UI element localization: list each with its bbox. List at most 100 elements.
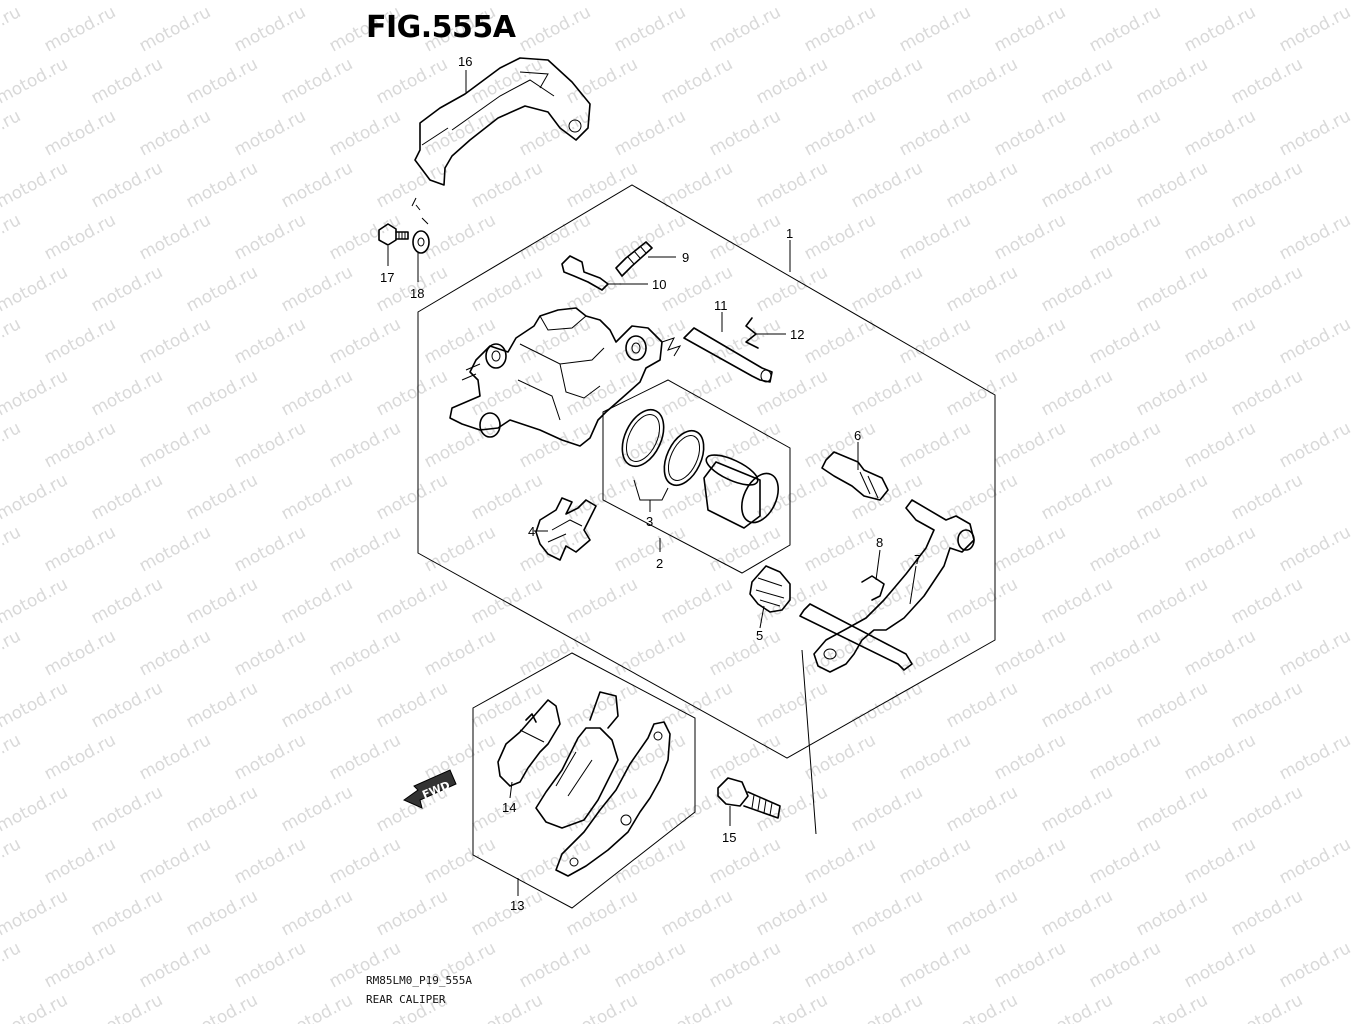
- watermark-text: motod.ru: [1133, 0, 1211, 4]
- watermark-text: motod.ru: [1133, 262, 1211, 316]
- watermark-text: motod.ru: [658, 782, 736, 836]
- watermark-text: motod.ru: [278, 574, 356, 628]
- watermark-text: motod.ru: [231, 2, 309, 56]
- watermark-text: motod.ru: [41, 522, 119, 576]
- callout-2: 2: [656, 556, 663, 571]
- caliper-body: [411, 197, 682, 447]
- watermark-text: motod.ru: [991, 730, 1069, 784]
- watermark-text: motod.ru: [421, 730, 499, 784]
- watermark-text: motod.ru: [611, 834, 689, 888]
- watermark-text: motod.ru: [88, 990, 166, 1024]
- watermark-text: motod.ru: [943, 990, 1021, 1024]
- watermark-text: motod.ru: [0, 678, 71, 732]
- watermark-text: motod.ru: [183, 366, 261, 420]
- watermark-text: motod.ru: [183, 886, 261, 940]
- watermark-text: motod.ru: [516, 210, 594, 264]
- watermark-text: motod.ru: [658, 366, 736, 420]
- watermark-text: motod.ru: [1276, 314, 1354, 368]
- watermark-text: motod.ru: [0, 262, 71, 316]
- watermark-text: motod.ru: [0, 834, 24, 888]
- watermark-text: motod.ru: [1228, 262, 1306, 316]
- watermark-text: motod.ru: [326, 210, 404, 264]
- watermark-text: motod.ru: [88, 54, 166, 108]
- watermark-text: motod.ru: [706, 106, 784, 160]
- watermark-text: motod.ru: [1228, 54, 1306, 108]
- watermark-text: motod.ru: [1086, 834, 1164, 888]
- watermark-text: motod.ru: [41, 106, 119, 160]
- callout-15: 15: [722, 830, 736, 845]
- callout-5: 5: [756, 628, 763, 643]
- caliper-piston: [703, 454, 779, 529]
- watermark-text: motod.ru: [611, 106, 689, 160]
- watermark-text: motod.ru: [326, 106, 404, 160]
- watermark-text: motod.ru: [1276, 834, 1354, 888]
- watermark-text: motod.ru: [373, 678, 451, 732]
- watermark-text: motod.ru: [1181, 730, 1259, 784]
- watermark-text: motod.ru: [0, 782, 71, 836]
- watermark-text: motod.ru: [848, 262, 926, 316]
- watermark-text: motod.ru: [706, 730, 784, 784]
- callout-9: 9: [682, 250, 689, 265]
- watermark-text: motod.ru: [848, 574, 926, 628]
- watermark-text: motod.ru: [563, 366, 641, 420]
- watermark-text: motod.ru: [326, 522, 404, 576]
- watermark-text: motod.ru: [991, 938, 1069, 992]
- watermark-text: motod.ru: [943, 262, 1021, 316]
- watermark-text: motod.ru: [516, 314, 594, 368]
- watermark-text: motod.ru: [0, 210, 24, 264]
- watermark-text: motod.ru: [88, 0, 166, 4]
- watermark-text: motod.ru: [563, 158, 641, 212]
- watermark-text: motod.ru: [753, 990, 831, 1024]
- watermark-text: motod.ru: [88, 678, 166, 732]
- pad-pin: [683, 327, 773, 383]
- callout-1: 1: [786, 226, 793, 241]
- watermark-text: motod.ru: [1228, 0, 1306, 4]
- watermark-text: motod.ru: [658, 158, 736, 212]
- watermark-text: motod.ru: [943, 574, 1021, 628]
- callout-labels: 1 2 3 4 5 6 7 8 9 10 11 12 13 14 15 16 1…: [380, 54, 921, 913]
- watermark-text: motod.ru: [848, 366, 926, 420]
- watermark-text: motod.ru: [563, 886, 641, 940]
- watermark-text: motod.ru: [516, 938, 594, 992]
- watermark-text: motod.ru: [516, 626, 594, 680]
- watermark-text: motod.ru: [1228, 366, 1306, 420]
- callout-11: 11: [714, 298, 728, 313]
- piston-seals: [621, 408, 705, 487]
- watermark-text: motod.ru: [136, 106, 214, 160]
- watermark-text: motod.ru: [611, 938, 689, 992]
- bracket-washer: [412, 230, 430, 254]
- watermark-text: motod.ru: [1228, 678, 1306, 732]
- watermark-text: motod.ru: [373, 574, 451, 628]
- watermark-text: motod.ru: [1133, 678, 1211, 732]
- watermark-text: motod.ru: [468, 262, 546, 316]
- watermark-text: motod.ru: [136, 522, 214, 576]
- watermark-text: motod.ru: [1181, 2, 1259, 56]
- watermark-text: motod.ru: [421, 834, 499, 888]
- watermark-text: motod.ru: [706, 418, 784, 472]
- watermark-text: motod.ru: [991, 834, 1069, 888]
- forward-arrow-shape: [402, 769, 457, 809]
- watermark-text: motod.ru: [0, 2, 24, 56]
- watermark-text: motod.ru: [1086, 730, 1164, 784]
- figure-title: FIG.555A: [366, 10, 516, 45]
- watermark-text: motod.ru: [136, 938, 214, 992]
- watermark-text: motod.ru: [0, 106, 24, 160]
- brake-pad-rear: [535, 691, 619, 829]
- watermark-text: motod.ru: [468, 0, 546, 4]
- watermark-text: motod.ru: [326, 834, 404, 888]
- watermark-text: motod.ru: [183, 158, 261, 212]
- watermark-text: motod.ru: [801, 834, 879, 888]
- watermark-text: motod.ru: [753, 470, 831, 524]
- watermark-text: motod.ru: [753, 0, 831, 4]
- pad-shim: [555, 721, 671, 877]
- watermark-text: motod.ru: [896, 418, 974, 472]
- watermark-text: motod.ru: [373, 0, 451, 4]
- watermark-text: motod.ru: [1228, 990, 1306, 1024]
- watermark-text: motod.ru: [278, 470, 356, 524]
- watermark-text: motod.ru: [1276, 626, 1354, 680]
- watermark-text: motod.ru: [1133, 470, 1211, 524]
- slide-pin-boot: [821, 451, 889, 501]
- watermark-text: motod.ru: [183, 574, 261, 628]
- watermark-text: motod.ru: [1038, 470, 1116, 524]
